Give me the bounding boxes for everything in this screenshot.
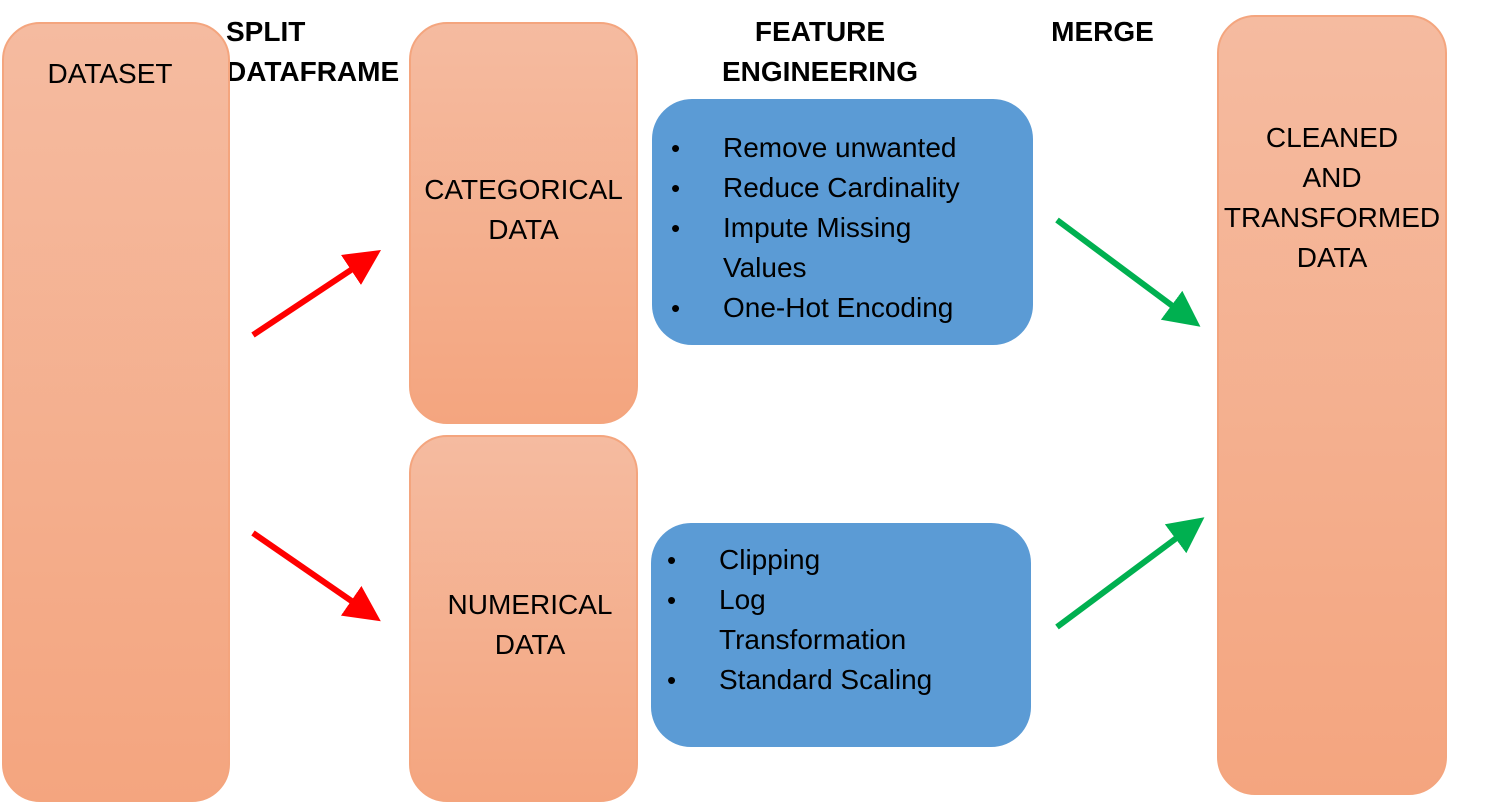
step-label: One-Hot Encoding: [723, 292, 954, 323]
step-label: Reduce Cardinality: [723, 172, 960, 203]
step-label: Remove unwanted: [723, 132, 957, 163]
list-item: • Reduce Cardinality: [671, 168, 1013, 208]
categorical-to-merge-arrow-icon: [1055, 217, 1201, 327]
list-item: • Impute Missing Values: [671, 208, 963, 288]
step-label: Standard Scaling: [719, 664, 933, 695]
step-label: Clipping: [719, 544, 821, 575]
categorical-data-box: [409, 22, 638, 424]
bullet-icon: •: [667, 585, 677, 615]
numerical-data-box: [409, 435, 638, 802]
categorical-steps-list: • Remove unwanted • Reduce Cardinality •…: [671, 128, 1013, 328]
cleaned-transformed-data-label: CLEANED AND TRANSFORMED DATA: [1223, 122, 1441, 273]
split-dataframe-header: SPLIT DATAFRAME: [226, 16, 400, 87]
bullet-icon: •: [671, 173, 681, 203]
bullet-icon: •: [671, 293, 681, 323]
bullet-icon: •: [667, 665, 677, 695]
merge-header: MERGE: [1051, 16, 1154, 47]
cleaned-transformed-data-box: [1217, 15, 1447, 795]
numerical-steps-list: • Clipping • Log Transformation • Standa…: [667, 540, 949, 700]
step-label: Impute Missing Values: [723, 212, 912, 283]
bullet-icon: •: [671, 133, 681, 163]
numerical-data-label: NUMERICAL DATA: [447, 589, 613, 660]
categorical-data-label: CATEGORICAL DATA: [424, 174, 623, 245]
categorical-steps-box: [652, 99, 1033, 345]
list-item: • Standard Scaling: [667, 660, 949, 700]
numerical-to-merge-arrow-icon: [1055, 517, 1205, 630]
list-item: • Clipping: [667, 540, 949, 580]
dataset-box: [2, 22, 230, 802]
feature-engineering-header: FEATURE ENGINEERING: [721, 16, 919, 87]
list-item: • One-Hot Encoding: [671, 288, 1013, 328]
dataset-label: DATASET: [47, 58, 173, 89]
step-label: Log Transformation: [719, 584, 907, 655]
split-to-numerical-arrow-icon: [251, 530, 381, 622]
numerical-steps-box: [651, 523, 1031, 747]
list-item: • Remove unwanted: [671, 128, 1013, 168]
bullet-icon: •: [671, 213, 681, 243]
split-to-categorical-arrow-icon: [251, 250, 381, 338]
list-item: • Log Transformation: [667, 580, 949, 660]
bullet-icon: •: [667, 545, 677, 575]
